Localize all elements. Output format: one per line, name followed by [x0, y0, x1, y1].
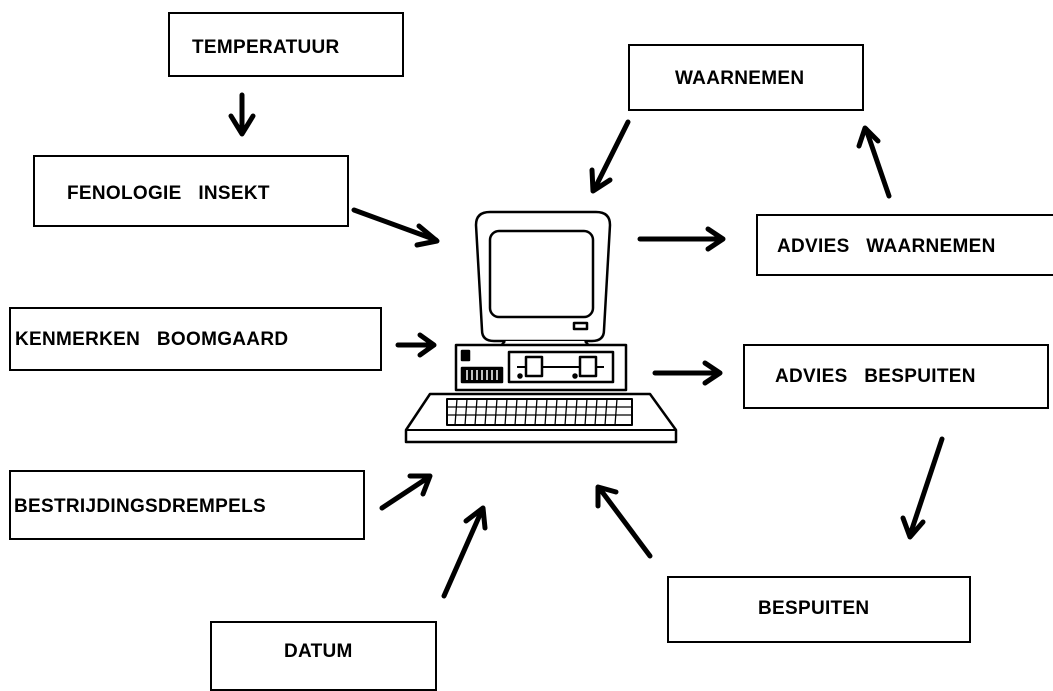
arrow-computer-to-advies-bespuiten — [652, 360, 723, 386]
box-datum: DATUM — [210, 621, 437, 691]
box-fenologie-insekt: FENOLOGIE INSEKT — [33, 155, 349, 227]
arrow-bespuiten-to-computer — [595, 484, 653, 559]
box-temperatuur: TEMPERATUUR — [168, 12, 404, 77]
arrow-kenmerken-to-computer — [395, 332, 437, 358]
arrow-advies-waarnemen-to-waarnemen — [856, 125, 892, 199]
label-bestrijdingsdrempels: BESTRIJDINGSDREMPELS — [14, 496, 266, 517]
diagram-canvas: TEMPERATUUR FENOLOGIE INSEKT KENMERKEN B… — [9, 12, 1053, 691]
computer-icon — [404, 210, 678, 444]
label-temperatuur: TEMPERATUUR — [192, 37, 340, 58]
label-kenmerken-boomgaard: KENMERKEN BOOMGAARD — [15, 329, 289, 350]
box-bespuiten: BESPUITEN — [667, 576, 971, 643]
label-advies-waarnemen: ADVIES WAARNEMEN — [777, 236, 996, 257]
arrow-computer-to-advies-waarnemen — [637, 226, 726, 252]
label-waarnemen: WAARNEMEN — [675, 68, 805, 89]
arrow-waarnemen-to-computer — [589, 119, 631, 194]
arrow-fenologie-to-computer — [351, 207, 440, 248]
monitor-button — [572, 321, 589, 331]
box-bestrijdingsdrempels: BESTRIJDINGSDREMPELS — [9, 470, 365, 540]
monitor-screen — [488, 229, 595, 319]
box-kenmerken-boomgaard: KENMERKEN BOOMGAARD — [9, 307, 382, 371]
label-fenologie-insekt: FENOLOGIE INSEKT — [67, 183, 270, 204]
box-waarnemen: WAARNEMEN — [628, 44, 864, 111]
label-bespuiten: BESPUITEN — [758, 598, 870, 619]
box-advies-bespuiten: ADVIES BESPUITEN — [743, 344, 1049, 409]
box-advies-waarnemen: ADVIES WAARNEMEN — [756, 214, 1053, 276]
arrow-advies-bespuiten-to-bespuiten — [900, 436, 945, 540]
label-advies-bespuiten: ADVIES BESPUITEN — [775, 366, 976, 387]
label-datum: DATUM — [284, 641, 353, 662]
arrow-temperatuur-to-fenologie — [228, 92, 256, 137]
arrows-layer — [228, 92, 945, 599]
arrow-datum-to-computer — [441, 505, 488, 599]
arrow-bestrijdingsdrempels-to-computer — [379, 473, 433, 511]
